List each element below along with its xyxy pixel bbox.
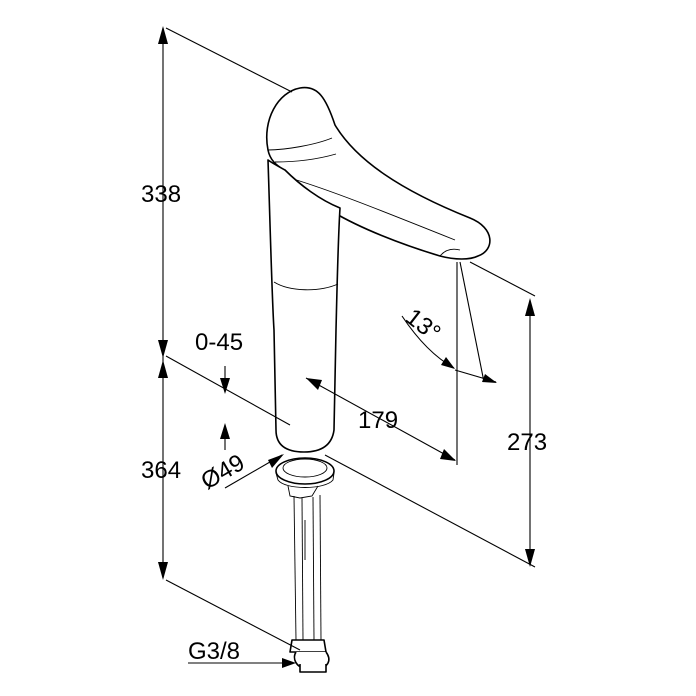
label-insert-range: 0-45	[195, 329, 243, 356]
label-connection: G3/8	[188, 638, 240, 665]
arrow-273-top	[525, 298, 535, 316]
label-hole-diameter: Ø49	[197, 449, 250, 495]
arrow-0-45-down	[220, 378, 230, 394]
dimension-arrows	[158, 26, 535, 668]
arrow-diameter	[268, 454, 284, 468]
arrow-338-top	[158, 26, 168, 44]
arrow-0-45-up	[220, 423, 230, 439]
label-height-top: 338	[141, 181, 181, 208]
arrow-angle-1	[441, 357, 455, 369]
arrow-179-right	[440, 449, 456, 461]
label-reach: 179	[358, 407, 398, 434]
dimension-labels: 338 0-45 364 Ø49 179 273 13° G3/8	[141, 181, 547, 665]
arrow-angle-2	[482, 374, 497, 383]
arrow-g38	[282, 658, 296, 668]
arrow-364-bottom	[158, 562, 168, 580]
label-height-bottom: 364	[141, 457, 181, 484]
faucet-body	[266, 86, 491, 673]
label-spout-angle: 13°	[400, 303, 445, 347]
arrow-364-top	[158, 360, 168, 378]
arrow-179-left	[306, 378, 322, 390]
arrow-338-bottom	[158, 340, 168, 358]
label-spout-height: 273	[507, 429, 547, 456]
dimension-lines	[162, 27, 536, 664]
arrow-273-bottom	[525, 549, 535, 567]
